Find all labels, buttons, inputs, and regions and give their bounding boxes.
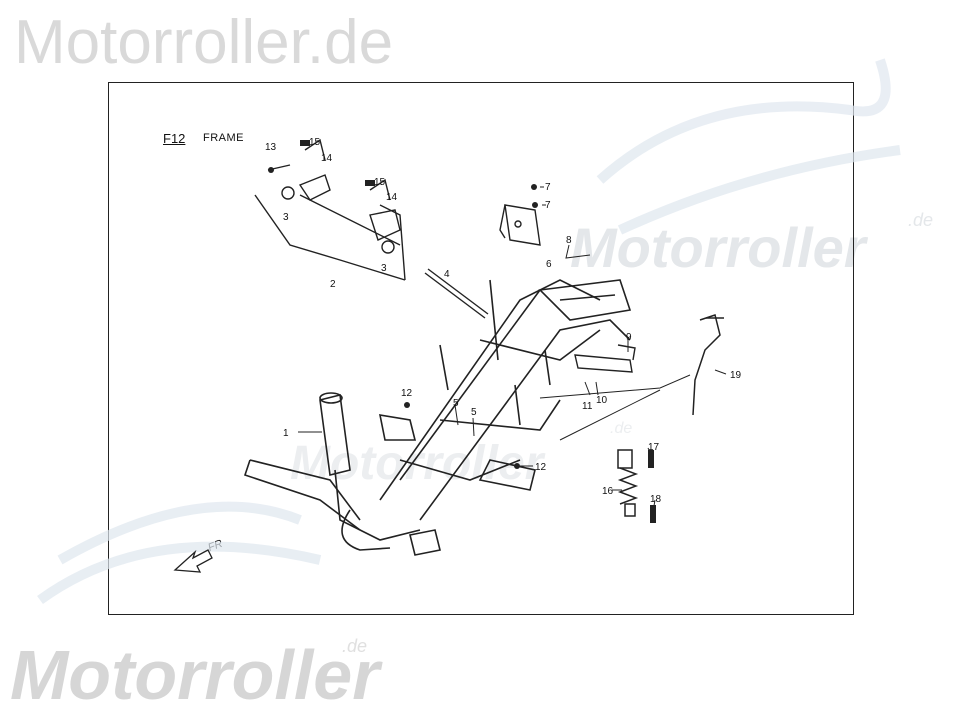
callout-labels: 1 2 3 3 4 5 5 6 7 7 8 9 10 11 12 12 13 1… <box>265 137 742 505</box>
callout-18: 18 <box>650 494 662 505</box>
diagram-code: F12 <box>163 131 186 146</box>
callout-7b: 7 <box>545 200 551 211</box>
diagram-border <box>108 82 854 615</box>
diagram-title: FRAME <box>203 132 244 144</box>
callout-13: 13 <box>265 142 277 153</box>
main-frame <box>243 279 632 556</box>
pivot-assembly <box>254 138 406 281</box>
front-arrow-icon <box>173 549 213 573</box>
callout-16: 16 <box>602 486 614 497</box>
callout-10: 10 <box>596 395 608 406</box>
callout-3b: 3 <box>381 263 387 274</box>
callout-11: 11 <box>582 401 593 412</box>
stand-bracket <box>574 344 636 373</box>
fasteners <box>268 140 656 523</box>
watermark-right-suffix: .de <box>908 210 934 230</box>
scooter-watermark-icon <box>37 58 901 605</box>
callout-15a: 15 <box>309 137 321 148</box>
watermark-right: Motorroller <box>570 216 866 279</box>
seat-bracket <box>499 204 541 246</box>
callout-14a: 14 <box>321 153 333 164</box>
callout-9: 9 <box>626 332 632 343</box>
watermark-top: Motorroller.de <box>14 8 394 77</box>
callout-14b: 14 <box>386 192 398 203</box>
side-stand <box>692 314 724 416</box>
callout-15b: 15 <box>374 177 386 188</box>
callout-12b: 12 <box>535 462 547 473</box>
callout-5b: 5 <box>471 407 477 418</box>
callout-4: 4 <box>444 269 450 280</box>
callout-7a: 7 <box>545 182 551 193</box>
callout-3a: 3 <box>283 212 289 223</box>
callout-1: 1 <box>283 428 289 439</box>
callout-5a: 5 <box>453 398 459 409</box>
callout-19: 19 <box>730 370 742 381</box>
callout-8: 8 <box>566 235 572 246</box>
watermark-middle-suffix: .de <box>610 420 633 437</box>
shock-absorber <box>617 449 639 517</box>
callout-17: 17 <box>648 442 660 453</box>
leader-lines <box>298 186 727 513</box>
callout-12a: 12 <box>401 388 413 399</box>
callout-6: 6 <box>546 259 552 270</box>
callout-2: 2 <box>330 279 336 290</box>
watermark-bottom-suffix: .de <box>342 636 368 656</box>
watermark-bottom: Motorroller <box>10 636 380 714</box>
axle-rod <box>424 268 489 319</box>
